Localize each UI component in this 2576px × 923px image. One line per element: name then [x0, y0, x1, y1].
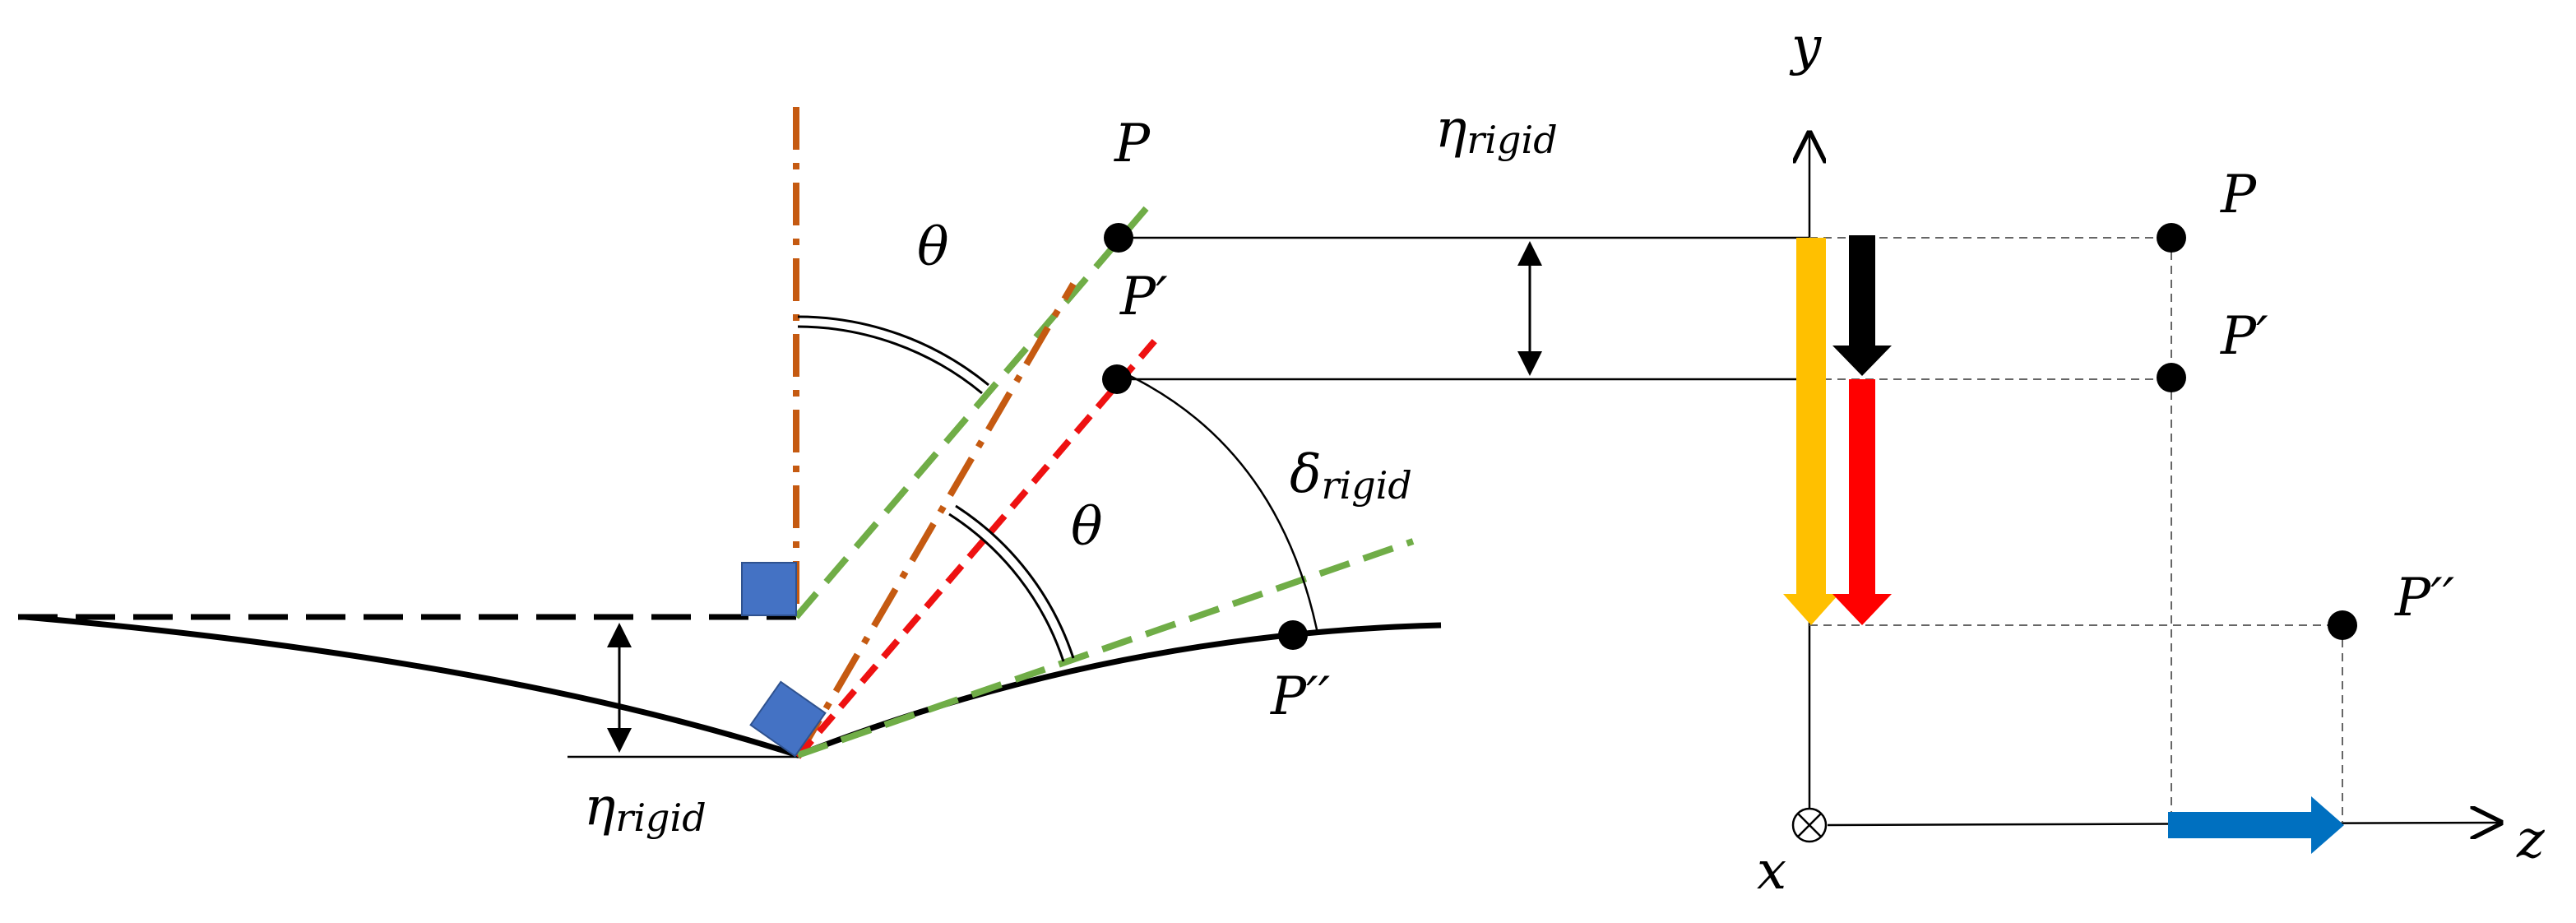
point-p-left-label: P	[1114, 114, 1151, 174]
x-axis-into-page-icon	[1791, 807, 1828, 843]
black-displacement-arrow	[1832, 235, 1892, 376]
theta-arc-lower	[955, 504, 1075, 659]
blue-displacement-arrow	[2168, 796, 2344, 854]
surface-tangent-line	[796, 538, 1415, 758]
eta-rigid-left-symbol: η	[584, 777, 615, 837]
point-p-double-prime-left-label: P′′	[1270, 666, 1331, 727]
point-p-right	[2157, 223, 2186, 253]
point-p-prime-left-label: P′	[1119, 267, 1168, 327]
theta-arc-lower-inner	[948, 513, 1065, 662]
eta-rigid-top-symbol: η	[1435, 99, 1466, 160]
eta-rigid-label-top: ηrigid	[1435, 99, 1558, 162]
eta-rigid-top-subscript: rigid	[1466, 118, 1557, 162]
point-p-prime-right	[2157, 363, 2186, 392]
rotated-lever-line	[795, 331, 1165, 759]
point-p-double-prime-right-label: P′′	[2394, 568, 2455, 628]
delta-rigid-symbol: δ	[1290, 444, 1322, 505]
delta-rigid-label: δrigid	[1290, 444, 1412, 508]
z-axis	[1827, 823, 2500, 825]
point-p-right-label: P	[2220, 165, 2257, 225]
eta-rigid-label-left: ηrigid	[584, 777, 707, 840]
point-p-double-prime-right	[2328, 610, 2357, 640]
theta-arc-upper-inner	[797, 325, 983, 395]
point-p-double-prime-left	[1278, 620, 1308, 650]
z-axis-label: z	[2516, 809, 2546, 870]
red-displacement-arrow	[1832, 379, 1892, 625]
theta-arc-upper	[797, 315, 989, 387]
deformed-surface-curve	[24, 614, 1442, 758]
rotated-normal-line	[795, 281, 1077, 759]
x-axis-label: x	[1757, 841, 1786, 902]
rotated-element-square	[749, 680, 827, 758]
theta-label-upper: θ	[917, 217, 949, 278]
theta-label-lower: θ	[1071, 497, 1103, 558]
yellow-displacement-arrow	[1783, 238, 1839, 625]
delta-rigid-subscript: rigid	[1322, 463, 1412, 508]
original-element-square	[741, 562, 797, 616]
eta-rigid-left-subscript: rigid	[615, 795, 706, 840]
point-p-prime-right-label: P′	[2220, 306, 2268, 367]
y-axis-label: y	[1789, 16, 1822, 77]
delta-rigid-arc	[1126, 373, 1319, 634]
